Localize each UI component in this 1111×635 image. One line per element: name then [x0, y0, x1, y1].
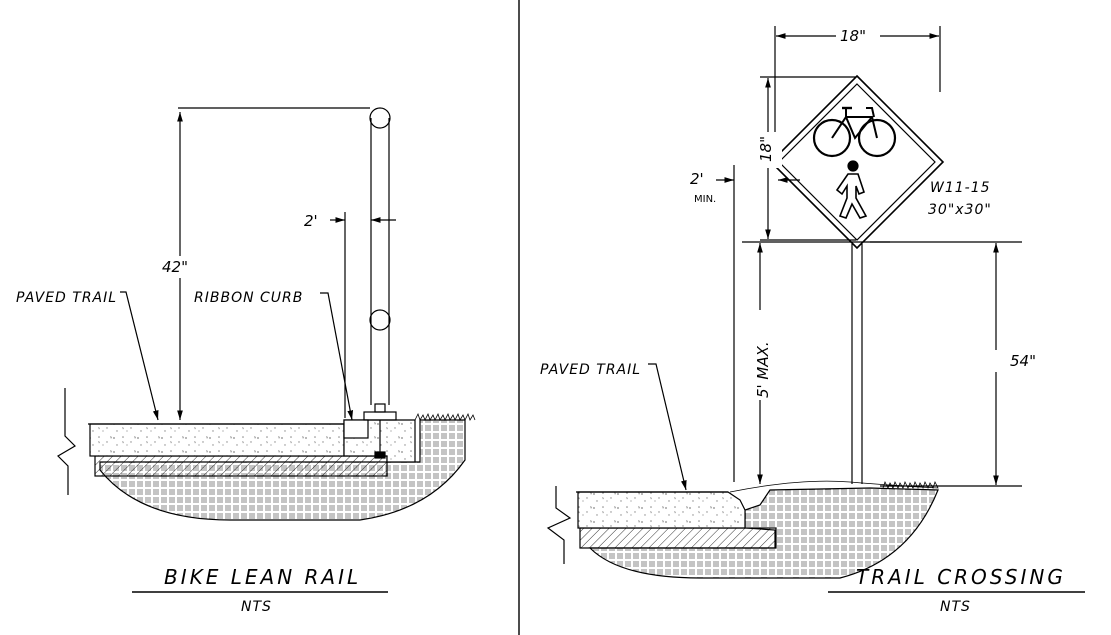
dim-54-label: 54"	[1010, 352, 1036, 370]
base-plate	[363, 411, 397, 421]
paved-trail-slab	[89, 423, 345, 457]
dim-42-label: 42"	[162, 258, 188, 276]
title-trail-crossing: TRAIL CROSSING	[856, 565, 1066, 589]
break-line	[57, 388, 76, 495]
scale-right: NTS	[940, 599, 971, 615]
bike-lean-rail-detail: 42" 2' PAVED TRAIL RIBBON CURB BIKE LEAN…	[16, 107, 476, 615]
scale-left: NTS	[241, 599, 272, 615]
grass	[414, 412, 476, 421]
dim-18-height-label: 18"	[757, 136, 775, 162]
paved-trail-slab-right	[577, 491, 746, 529]
sign-code: W11-15	[930, 180, 991, 196]
soil-mound-right	[588, 487, 939, 579]
dim-2ft-min-note: MIN.	[694, 194, 716, 205]
sign-size: 30"x30"	[928, 202, 992, 218]
dim-2ft-label: 2'	[304, 212, 318, 230]
dim-2ft-min-label: 2'	[690, 170, 704, 188]
trail-crossing-detail: 18" 18" 2' MIN. 5' MAX. 54" W11-15 30"x3…	[540, 26, 1085, 615]
pedestrian-icon	[835, 160, 868, 219]
bicycle-icon	[812, 106, 897, 158]
label-paved-trail-right: PAVED TRAIL	[540, 362, 641, 378]
dim-18-width-label: 18"	[840, 27, 866, 45]
aggregate-base-right	[579, 527, 777, 549]
break-line-right	[546, 486, 572, 564]
rail-mid-ring	[369, 309, 391, 331]
label-ribbon-curb: RIBBON CURB	[194, 290, 303, 306]
sign-outer	[769, 74, 945, 250]
grass-right	[729, 480, 939, 493]
dim-5ft-max-label: 5' MAX.	[754, 341, 772, 398]
sign-inner	[778, 83, 936, 241]
aggregate-base	[94, 455, 388, 477]
title-bike-lean-rail: BIKE LEAN RAIL	[164, 565, 361, 589]
label-paved-trail-left: PAVED TRAIL	[16, 290, 117, 306]
rail-top-ring	[369, 107, 391, 129]
